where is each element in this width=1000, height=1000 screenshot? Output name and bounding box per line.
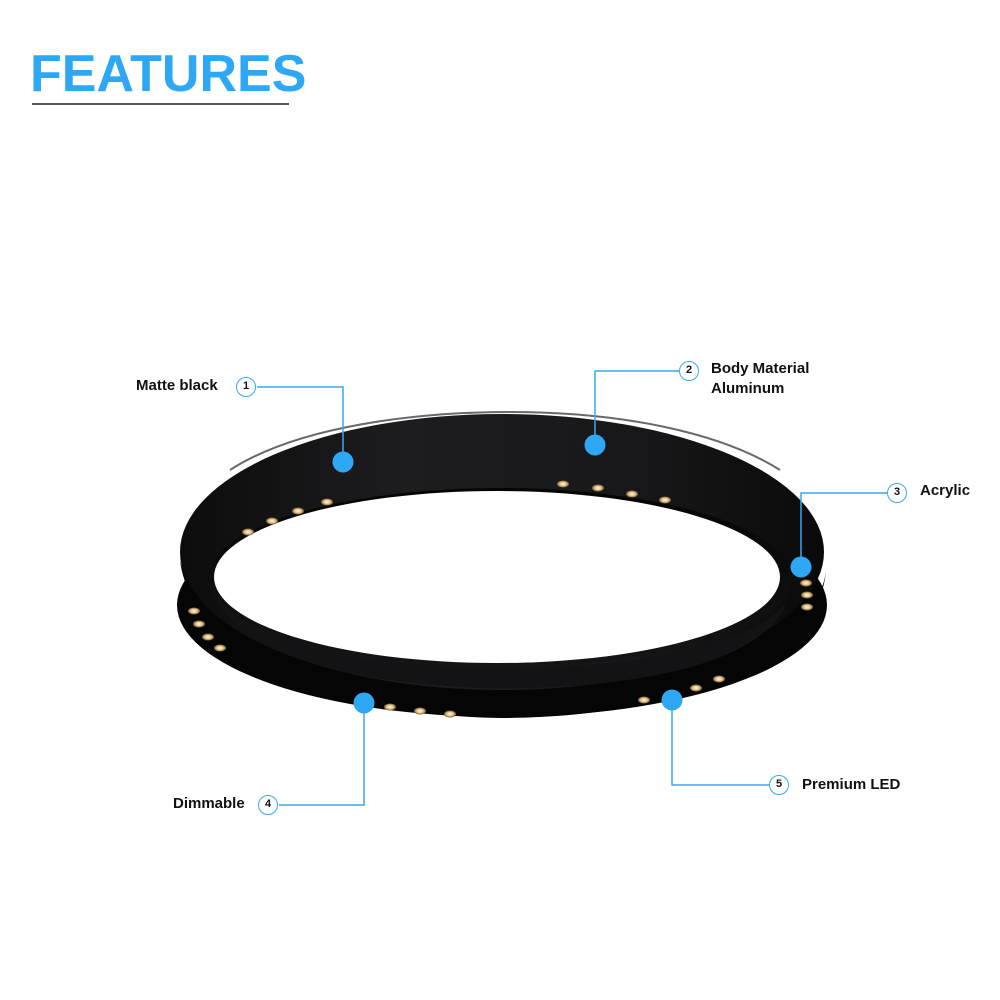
callout-badge-4: 4 [258, 795, 278, 815]
callout-badge-5: 5 [769, 775, 789, 795]
ring-fixture [177, 410, 827, 718]
callout-label-matte-black: Matte black [136, 377, 218, 394]
page-title: FEATURES [30, 45, 307, 103]
callout-badge-1: 1 [236, 377, 256, 397]
callout-label-body-material: Body Material Aluminum [711, 359, 809, 399]
callout-badge-2: 2 [679, 361, 699, 381]
callout-badge-3: 3 [887, 483, 907, 503]
led-array [188, 480, 813, 718]
callout-label-body-material-line2: Aluminum [711, 380, 785, 397]
callout-lines [257, 370, 887, 806]
title-underline [32, 103, 289, 105]
callout-label-body-material-line1: Body Material [711, 360, 810, 377]
callout-markers [332, 434, 812, 714]
callout-label-acrylic: Acrylic [920, 482, 971, 499]
callout-label-dimmable: Dimmable [173, 795, 245, 812]
callout-label-premium-led: Premium LED [802, 776, 901, 793]
